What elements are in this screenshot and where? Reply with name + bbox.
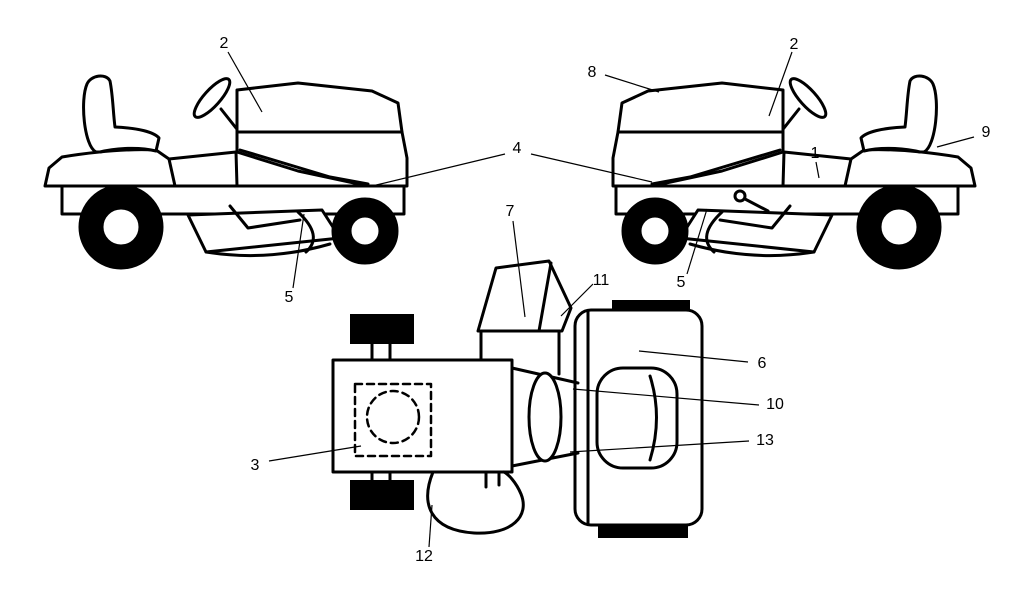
tractor-side-drawing-mirrored xyxy=(611,72,977,270)
leader-line-5-left xyxy=(292,213,305,289)
front-tire-top-lower xyxy=(350,480,414,510)
engine-bay xyxy=(331,358,514,474)
callout-label-6: 6 xyxy=(758,355,767,372)
callout-label-2-right: 2 xyxy=(790,36,799,53)
tractor-right-side-view xyxy=(611,72,977,270)
leader-line-2-left xyxy=(227,51,263,113)
callout-label-11: 11 xyxy=(593,272,610,289)
leader-line-9 xyxy=(936,136,975,148)
leader-line-4-to-left xyxy=(371,153,506,187)
seat-top-view xyxy=(595,366,679,470)
callout-label-5-right: 5 xyxy=(677,274,686,291)
engine-decal-dashed-box xyxy=(353,382,433,458)
leader-line-13 xyxy=(569,440,750,453)
deck-lift-knob xyxy=(733,189,747,203)
leader-line-8 xyxy=(604,74,660,93)
discharge-chute xyxy=(476,259,573,333)
leader-line-10 xyxy=(572,388,760,406)
leader-line-7 xyxy=(512,220,526,318)
leader-lines xyxy=(227,51,975,548)
callout-label-9: 9 xyxy=(982,124,991,141)
leader-line-12 xyxy=(428,504,433,548)
seat-backrest-line xyxy=(648,374,658,462)
callout-label-3: 3 xyxy=(251,457,260,474)
callout-label-5-left: 5 xyxy=(285,289,294,306)
callout-label-13: 13 xyxy=(756,432,774,449)
tractor-side-drawing xyxy=(43,72,409,270)
tractor-left-side-view xyxy=(43,72,409,270)
callout-label-7: 7 xyxy=(506,203,515,220)
leader-line-5-right xyxy=(686,208,708,275)
leader-line-6 xyxy=(638,350,749,363)
callout-label-10: 10 xyxy=(766,396,784,413)
leader-line-4-to-right xyxy=(530,153,653,183)
leader-line-2-right xyxy=(768,51,793,117)
callout-label-2-left: 2 xyxy=(220,35,229,52)
callout-label-1: 1 xyxy=(811,145,820,162)
steering-wheel-top-view xyxy=(527,371,563,463)
callout-labels: 2 4 5 8 2 9 1 5 7 11 6 10 13 3 12 xyxy=(220,35,991,565)
callout-label-8: 8 xyxy=(588,64,597,81)
leader-line-3 xyxy=(268,445,362,462)
leader-line-11 xyxy=(560,283,594,317)
tractor-top-view xyxy=(331,259,704,538)
drive-belt-loop xyxy=(426,470,525,535)
callout-label-12: 12 xyxy=(415,548,433,565)
front-tire-top-upper xyxy=(350,314,414,344)
engine-decal-dashed-circle xyxy=(365,389,421,445)
chute-fold-line xyxy=(537,261,553,333)
leader-line-1 xyxy=(815,161,820,179)
callout-label-4: 4 xyxy=(513,140,522,157)
deck-lift-lever xyxy=(743,197,770,213)
